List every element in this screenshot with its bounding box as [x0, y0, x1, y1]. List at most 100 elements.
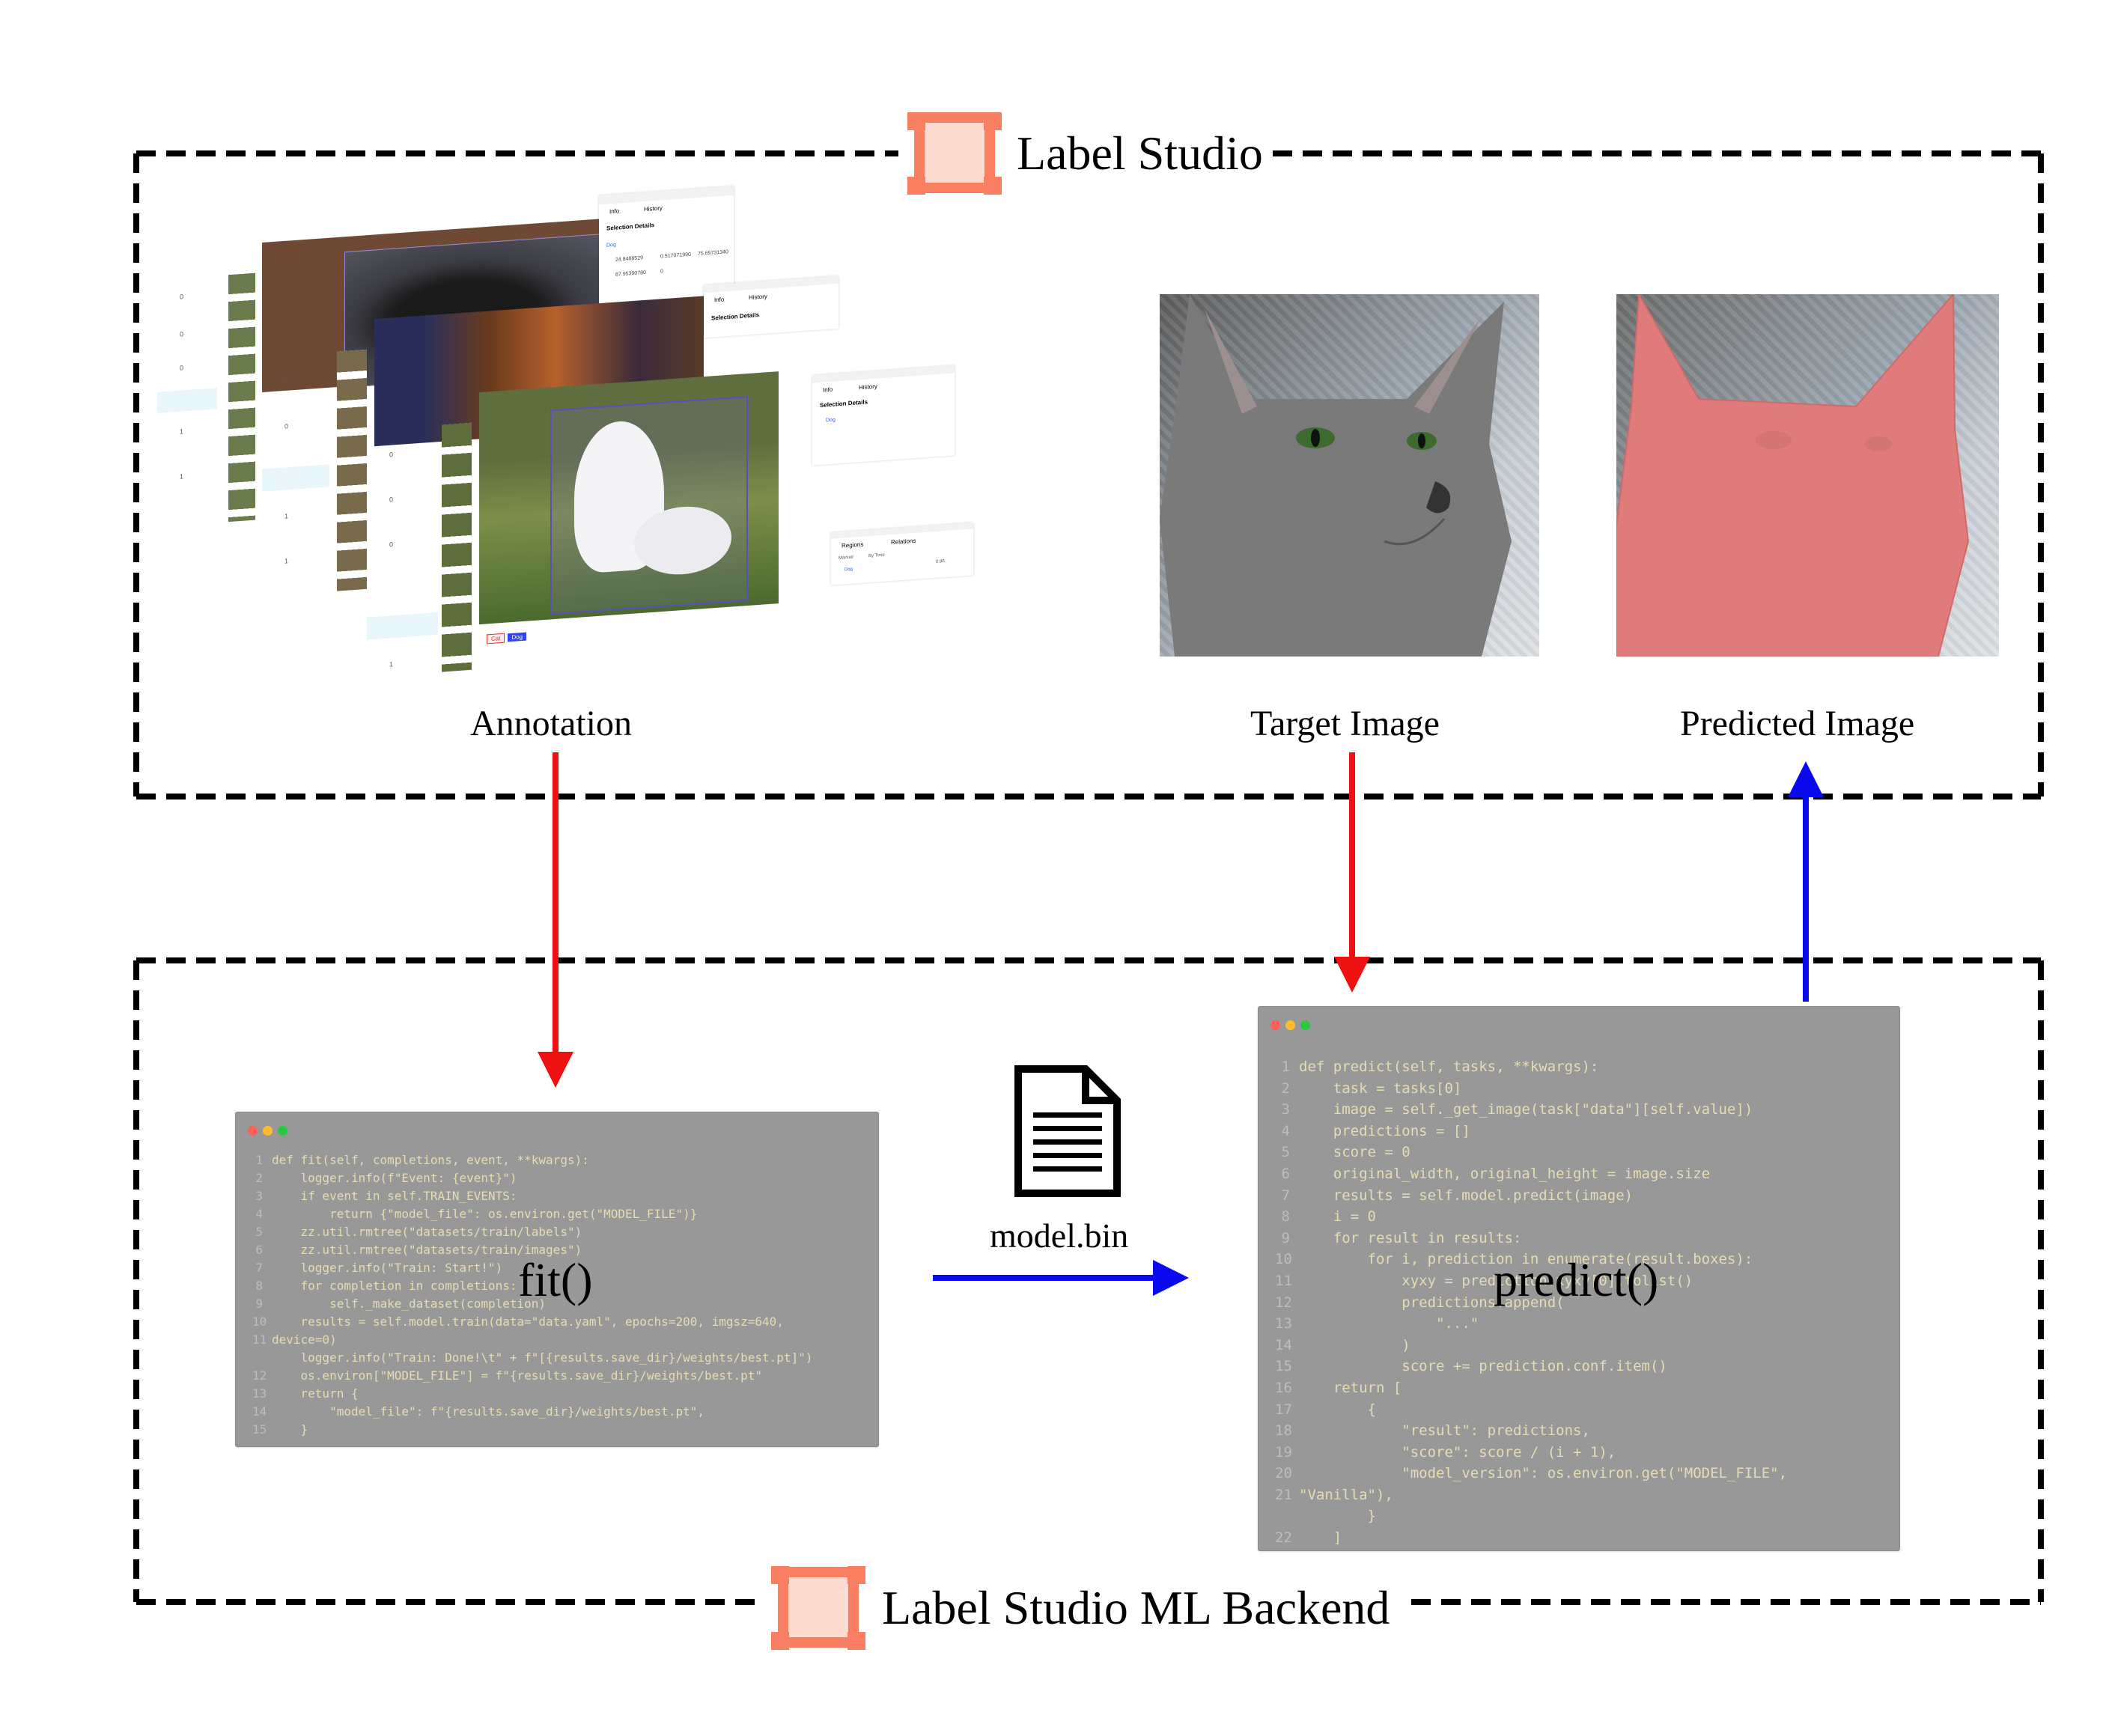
code-text: def predict(self, tasks, **kwargs): [1299, 1059, 1599, 1075]
fit-code-line: 4 return {"model_file": os.environ.get("… [252, 1205, 812, 1223]
code-text: os.environ["MODEL_FILE"] = f"{results.sa… [272, 1368, 763, 1383]
code-text: task = tasks[0] [1299, 1079, 1462, 1097]
line-number: 15 [252, 1422, 267, 1437]
tab-history[interactable]: History [644, 204, 663, 213]
code-text: ) [1299, 1336, 1410, 1353]
code-text: self._make_dataset(completion) [272, 1297, 547, 1311]
predict-code-line: 3 image = self._get_image(task["data"][s… [1275, 1099, 1787, 1121]
line-number: 16 [1275, 1379, 1292, 1396]
target-image [1160, 294, 1539, 657]
line-number: 3 [255, 1189, 263, 1203]
label-studio-logo-icon [907, 112, 1002, 195]
code-text: for result in results: [1299, 1229, 1522, 1246]
minimize-dot-icon[interactable] [1285, 1020, 1295, 1030]
code-text: } [272, 1422, 308, 1437]
coord-height: 87.95390780 [615, 269, 646, 278]
line-number: 11 [252, 1333, 267, 1347]
tab-history-3[interactable]: History [859, 383, 877, 392]
line-number: 3 [1281, 1101, 1290, 1118]
selection-details-panel-2: Info History Selection Details [704, 275, 839, 338]
code-text: def fit(self, completions, event, **kwar… [272, 1153, 589, 1167]
fit-code-line: 2 logger.info(f"Event: {event}") [252, 1169, 812, 1187]
annotated-dog-image [479, 371, 779, 625]
fit-code-line: 10 results = self.model.train(data="data… [252, 1313, 812, 1331]
line-number: 6 [1281, 1165, 1290, 1182]
line-number: 10 [1275, 1251, 1292, 1268]
close-dot-icon[interactable] [1270, 1020, 1280, 1030]
chip-dog[interactable]: Dog [508, 632, 527, 642]
predict-function-label: predict() [1494, 1253, 1659, 1306]
line-number: 14 [252, 1404, 267, 1419]
line-number: 5 [255, 1225, 263, 1239]
annotation-screenshots: 0 0 0 1 1 Info History Selection Details… [142, 186, 1003, 707]
predict-code-line: 4 predictions = [] [1275, 1121, 1787, 1142]
line-number: 12 [1275, 1294, 1292, 1311]
coord-y: 0.517071990 [660, 252, 691, 260]
coord-x: 24.8488529 [615, 255, 643, 263]
tab-info-2[interactable]: Info [714, 296, 725, 304]
sort-manual[interactable]: Manual [839, 555, 853, 561]
tab-info[interactable]: Info [609, 207, 620, 216]
code-text: if event in self.TRAIN_EVENTS: [272, 1189, 517, 1203]
predicted-image [1616, 294, 1999, 657]
tab-regions[interactable]: Regions [841, 540, 864, 549]
sort-by-time[interactable]: By Time [868, 552, 885, 559]
predict-code-line: 21"Vanilla"), [1275, 1484, 1787, 1506]
code-text: "score": score / (i + 1), [1299, 1443, 1616, 1461]
close-dot-icon[interactable] [248, 1126, 258, 1136]
code-text: return { [272, 1386, 359, 1401]
label-studio-title: Label Studio [1012, 130, 1267, 177]
ml-backend-title: Label Studio ML Backend [877, 1584, 1395, 1632]
minimize-dot-icon[interactable] [263, 1126, 273, 1136]
predict-code-line: 7 results = self.model.predict(image) [1275, 1185, 1787, 1207]
code-text: device=0) [272, 1333, 337, 1347]
selection-details-panel-3: Info History Selection Details Dog [812, 365, 955, 466]
predict-code-line: 6 original_width, original_height = imag… [1275, 1163, 1787, 1185]
target-image-caption: Target Image [1250, 704, 1440, 743]
region-label-3: Dog [826, 417, 836, 424]
line-number: 6 [255, 1243, 263, 1257]
line-number: 7 [255, 1261, 263, 1275]
document-icon [1014, 1065, 1121, 1197]
code-text: image = self._get_image(task["data"][sel… [1299, 1101, 1753, 1118]
tab-history-2[interactable]: History [749, 293, 767, 302]
line-number: 19 [1275, 1443, 1292, 1461]
code-text: zz.util.rmtree("datasets/train/labels") [272, 1225, 582, 1239]
line-number: 15 [1275, 1358, 1292, 1375]
maximize-dot-icon[interactable] [278, 1126, 287, 1136]
annotation-caption: Annotation [470, 704, 632, 743]
code-text: "model_version": os.environ.get("MODEL_F… [1299, 1465, 1788, 1482]
region-list-item[interactable]: Dog [844, 567, 853, 573]
ml-backend-frame [133, 957, 2044, 1605]
predict-code-line: 12 predictions.append( [1275, 1292, 1787, 1314]
code-text: for completion in completions: [272, 1279, 517, 1293]
predicted-image-caption: Predicted Image [1680, 704, 1915, 743]
predict-code-line: 5 score = 0 [1275, 1142, 1787, 1163]
line-number: 21 [1275, 1486, 1292, 1503]
code-text: zz.util.rmtree("datasets/train/images") [272, 1243, 582, 1257]
code-text: predictions.append( [1299, 1294, 1565, 1311]
code-text: "model_file": f"{results.save_dir}/weigh… [272, 1404, 704, 1419]
maximize-dot-icon[interactable] [1300, 1020, 1310, 1030]
code-text: i = 0 [1299, 1208, 1376, 1225]
line-number: 9 [255, 1297, 263, 1311]
fit-code-line: 8 for completion in completions: [252, 1277, 812, 1295]
regions-panel: Regions Relations Manual By Time Dog 0.9… [831, 523, 973, 585]
tab-relations[interactable]: Relations [891, 537, 916, 546]
selection-details-heading-3: Selection Details [820, 398, 868, 409]
line-number: 9 [1281, 1229, 1290, 1246]
chip-cat[interactable]: Cat [487, 633, 505, 645]
fit-code-line: 11 device=0) [252, 1331, 812, 1349]
predict-code-line: 16 return [ [1275, 1377, 1787, 1399]
code-text: xyxy = prediction.xyxy[0].tolist() [1299, 1272, 1693, 1289]
code-text: score += prediction.conf.item() [1299, 1358, 1667, 1375]
tab-info-3[interactable]: Info [823, 386, 833, 394]
code-text: results = self.model.predict(image) [1299, 1187, 1634, 1204]
code-text: score = 0 [1299, 1144, 1410, 1161]
fit-code-line: 12 os.environ["MODEL_FILE"] = f"{results… [252, 1367, 812, 1385]
fit-function-label: fit() [518, 1253, 593, 1306]
